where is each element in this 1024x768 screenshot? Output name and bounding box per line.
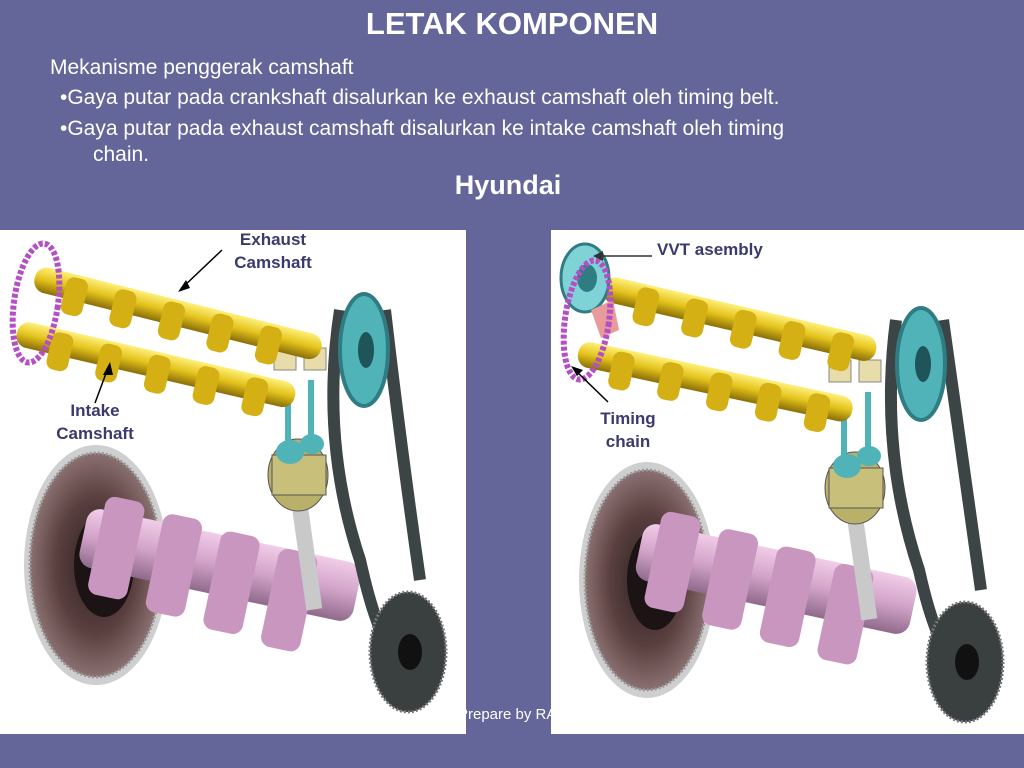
vvt-arrowhead-icon: [593, 251, 603, 261]
timing-label-line2: chain: [605, 432, 651, 451]
timing-chain: [560, 257, 614, 383]
timing-chain-arrowhead-icon: [571, 366, 583, 376]
timing-chain-pointer-arrow: [574, 369, 609, 403]
section-heading: Mekanisme penggerak camshaft: [50, 56, 354, 79]
exhaust-camshaft: [602, 277, 877, 372]
intake-label-line1: Intake: [70, 401, 120, 420]
crank-pulley: [925, 600, 1005, 724]
engine-figure-right: VVT asembly Timing chain: [551, 230, 1024, 734]
intake-label-line2: Camshaft: [56, 424, 134, 443]
exhaust-camshaft-label: Exhaust Camshaft: [218, 230, 328, 274]
crank-pulley: [368, 590, 448, 714]
bullet-exhaust-to-intake-line1: •Gaya putar pada exhaust camshaft disalu…: [60, 117, 785, 140]
timing-chain: [9, 240, 63, 366]
intake-camshaft: [577, 342, 853, 433]
exhaust-arrowhead-icon: [178, 280, 190, 292]
piston-assembly: [824, 359, 886, 621]
timing-chain-label: Timing chain: [578, 407, 678, 453]
exhaust-label-line2: Camshaft: [234, 253, 312, 272]
intake-camshaft: [16, 322, 296, 417]
cam-sprocket: [895, 306, 947, 422]
exhaust-camshaft: [34, 267, 322, 365]
engine-figure-left: Exhaust Camshaft Intake Camshaft: [0, 230, 466, 734]
footer-credit: Prepare by RA: [466, 706, 551, 723]
brand-subtitle: Hyundai: [454, 170, 562, 200]
exhaust-pointer-arrow: [181, 249, 223, 289]
bullet-crankshaft-to-exhaust: •Gaya putar pada crankshaft disalurkan k…: [60, 86, 780, 109]
vvt-assembly-label: VVT asembly: [657, 240, 763, 259]
footer-credit-text: Prepare by RA: [466, 706, 551, 723]
intake-camshaft-label: Intake Camshaft: [40, 399, 150, 445]
crankshaft: [635, 511, 917, 665]
engine-illustration-left: [9, 240, 448, 714]
engine-illustration-right: [559, 242, 1005, 724]
cam-sprocket: [338, 292, 390, 408]
intake-arrowhead-icon: [103, 362, 113, 375]
bullet-exhaust-to-intake-line2: chain.: [93, 143, 150, 166]
bullet-exhaust-to-intake: •Gaya putar pada exhaust camshaft disalu…: [60, 116, 962, 168]
piston-assembly: [267, 347, 329, 611]
timing-label-line1: Timing: [600, 409, 656, 428]
slide-title: LETAK KOMPONEN: [365, 6, 659, 41]
exhaust-label-line1: Exhaust: [239, 230, 307, 249]
